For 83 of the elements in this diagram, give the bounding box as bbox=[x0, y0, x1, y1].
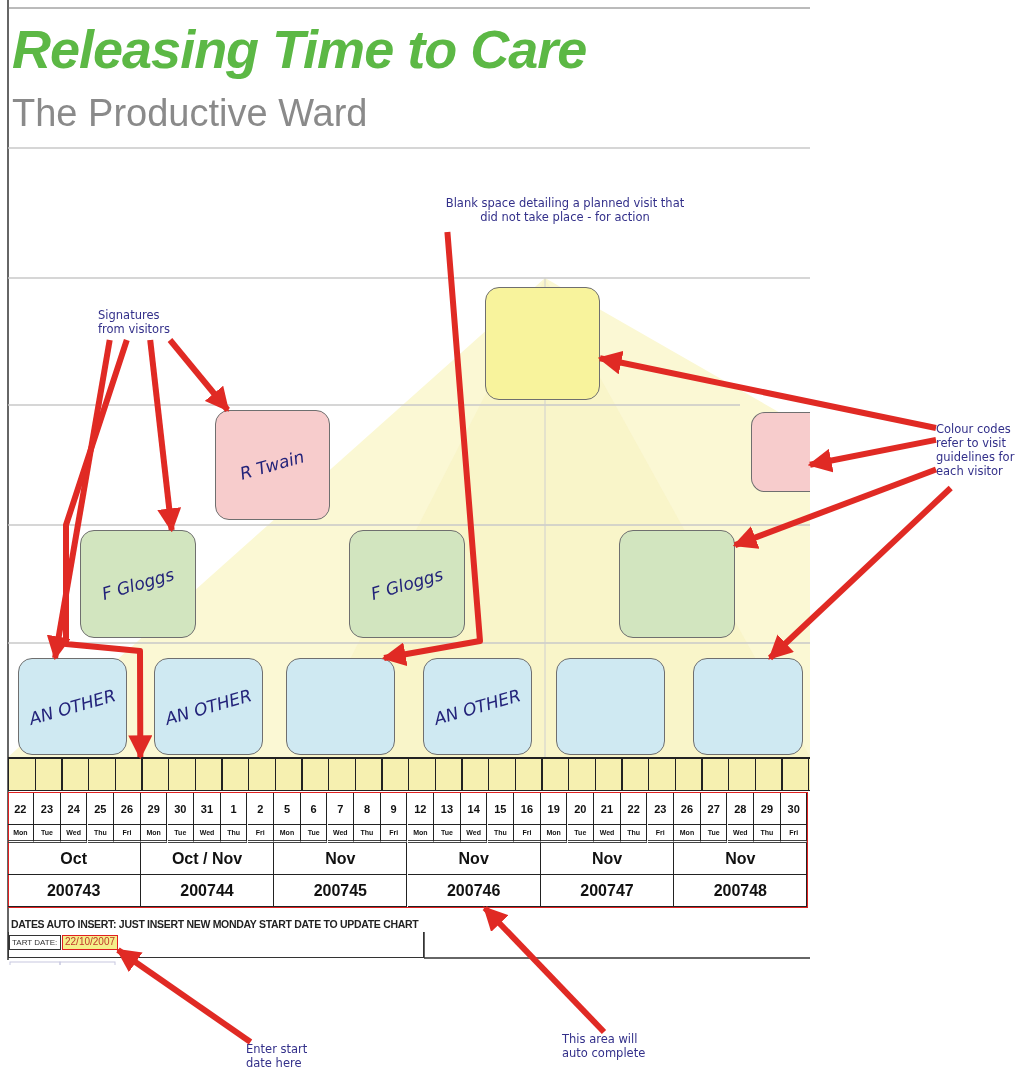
day-number: 1 bbox=[220, 793, 248, 825]
arrow bbox=[732, 466, 938, 549]
handwritten-signature: AN OTHER bbox=[27, 684, 118, 729]
date-table bbox=[8, 792, 808, 908]
visit-card bbox=[18, 658, 127, 755]
day-number: 28 bbox=[727, 793, 755, 825]
day-number: 23 bbox=[34, 793, 61, 825]
title: Releasing Time to Care bbox=[12, 18, 587, 80]
annotation-text: This area will auto complete bbox=[562, 1032, 662, 1062]
arrow bbox=[381, 231, 483, 667]
month-label: Nov bbox=[540, 843, 675, 875]
month-label: Nov bbox=[674, 843, 808, 875]
visit-card bbox=[215, 410, 330, 520]
day-number: 27 bbox=[700, 793, 728, 825]
handwritten-signature: F Gloggs bbox=[99, 564, 177, 604]
week-number: 200746 bbox=[407, 875, 541, 907]
instruction-text: DATES AUTO INSERT: JUST INSERT NEW MONDAY START DATE TO UPDATE CHART bbox=[11, 918, 420, 930]
week-number: 200744 bbox=[140, 875, 275, 907]
day-number: 14 bbox=[460, 793, 488, 825]
visit-card bbox=[423, 658, 532, 755]
annotation-text: Signatures from visitors bbox=[98, 308, 188, 340]
day-number: 24 bbox=[60, 793, 88, 825]
day-number: 9 bbox=[380, 793, 408, 825]
arrow bbox=[116, 947, 253, 1045]
visit-card bbox=[286, 658, 395, 755]
visit-card bbox=[154, 658, 263, 755]
day-number: 26 bbox=[114, 793, 141, 825]
month-label: Oct / Nov bbox=[140, 843, 275, 875]
handwritten-signature: AN OTHER bbox=[163, 684, 254, 729]
handwritten-signature: F Gloggs bbox=[368, 564, 446, 604]
arrow bbox=[807, 436, 937, 473]
arrow bbox=[167, 338, 230, 412]
day-number: 7 bbox=[327, 793, 355, 825]
day-number: 19 bbox=[540, 793, 568, 825]
day-number: 29 bbox=[754, 793, 781, 825]
arrow bbox=[46, 339, 113, 661]
day-number: 21 bbox=[594, 793, 621, 825]
field-label: TART DATE: bbox=[9, 935, 61, 950]
arrow bbox=[597, 350, 937, 431]
arrow bbox=[482, 905, 607, 1035]
handwritten-signature: AN OTHER bbox=[432, 684, 523, 729]
month-label: Oct bbox=[7, 843, 141, 875]
arrow bbox=[767, 485, 953, 661]
day-number: 26 bbox=[674, 793, 701, 825]
handwritten-signature: R Twain bbox=[238, 446, 307, 484]
day-number: 6 bbox=[300, 793, 328, 825]
visit-card bbox=[80, 530, 196, 638]
day-number: 12 bbox=[407, 793, 435, 825]
day-number: 15 bbox=[487, 793, 515, 825]
annotation-text: Blank space detailing a planned visit that did not take place - for action bbox=[445, 196, 685, 232]
day-number: 16 bbox=[514, 793, 541, 825]
arrow bbox=[63, 339, 153, 760]
week-number: 200747 bbox=[540, 875, 675, 907]
day-number: 30 bbox=[780, 793, 808, 825]
date-input-field: 22/10/2007 bbox=[62, 935, 118, 950]
month-label: Nov bbox=[407, 843, 541, 875]
visit-card bbox=[349, 530, 465, 638]
visit-card bbox=[485, 287, 600, 400]
day-number: 29 bbox=[140, 793, 168, 825]
subtitle: The Productive Ward bbox=[12, 92, 368, 135]
day-number: 30 bbox=[167, 793, 195, 825]
month-label: Nov bbox=[274, 843, 408, 875]
annotation-text: Colour codes refer to visit guidelines for each visitor bbox=[936, 422, 1034, 488]
day-number: 8 bbox=[354, 793, 381, 825]
annotation-text: Enter start date here bbox=[246, 1042, 336, 1072]
day-number: 31 bbox=[194, 793, 221, 825]
week-number: 200745 bbox=[274, 875, 408, 907]
visit-card bbox=[751, 412, 810, 492]
week-number: 200743 bbox=[7, 875, 141, 907]
day-number: 22 bbox=[7, 793, 35, 825]
day-number: 25 bbox=[87, 793, 115, 825]
week-number: 200748 bbox=[674, 875, 808, 907]
day-number: 2 bbox=[247, 793, 275, 825]
visit-card bbox=[693, 658, 803, 755]
visit-card bbox=[556, 658, 665, 755]
day-number: 5 bbox=[274, 793, 301, 825]
day-number: 23 bbox=[647, 793, 675, 825]
arrow bbox=[147, 339, 182, 533]
visit-card bbox=[619, 530, 735, 638]
day-number: 13 bbox=[434, 793, 461, 825]
day-number: 20 bbox=[567, 793, 595, 825]
day-number: 22 bbox=[620, 793, 648, 825]
signature-row bbox=[8, 757, 810, 791]
